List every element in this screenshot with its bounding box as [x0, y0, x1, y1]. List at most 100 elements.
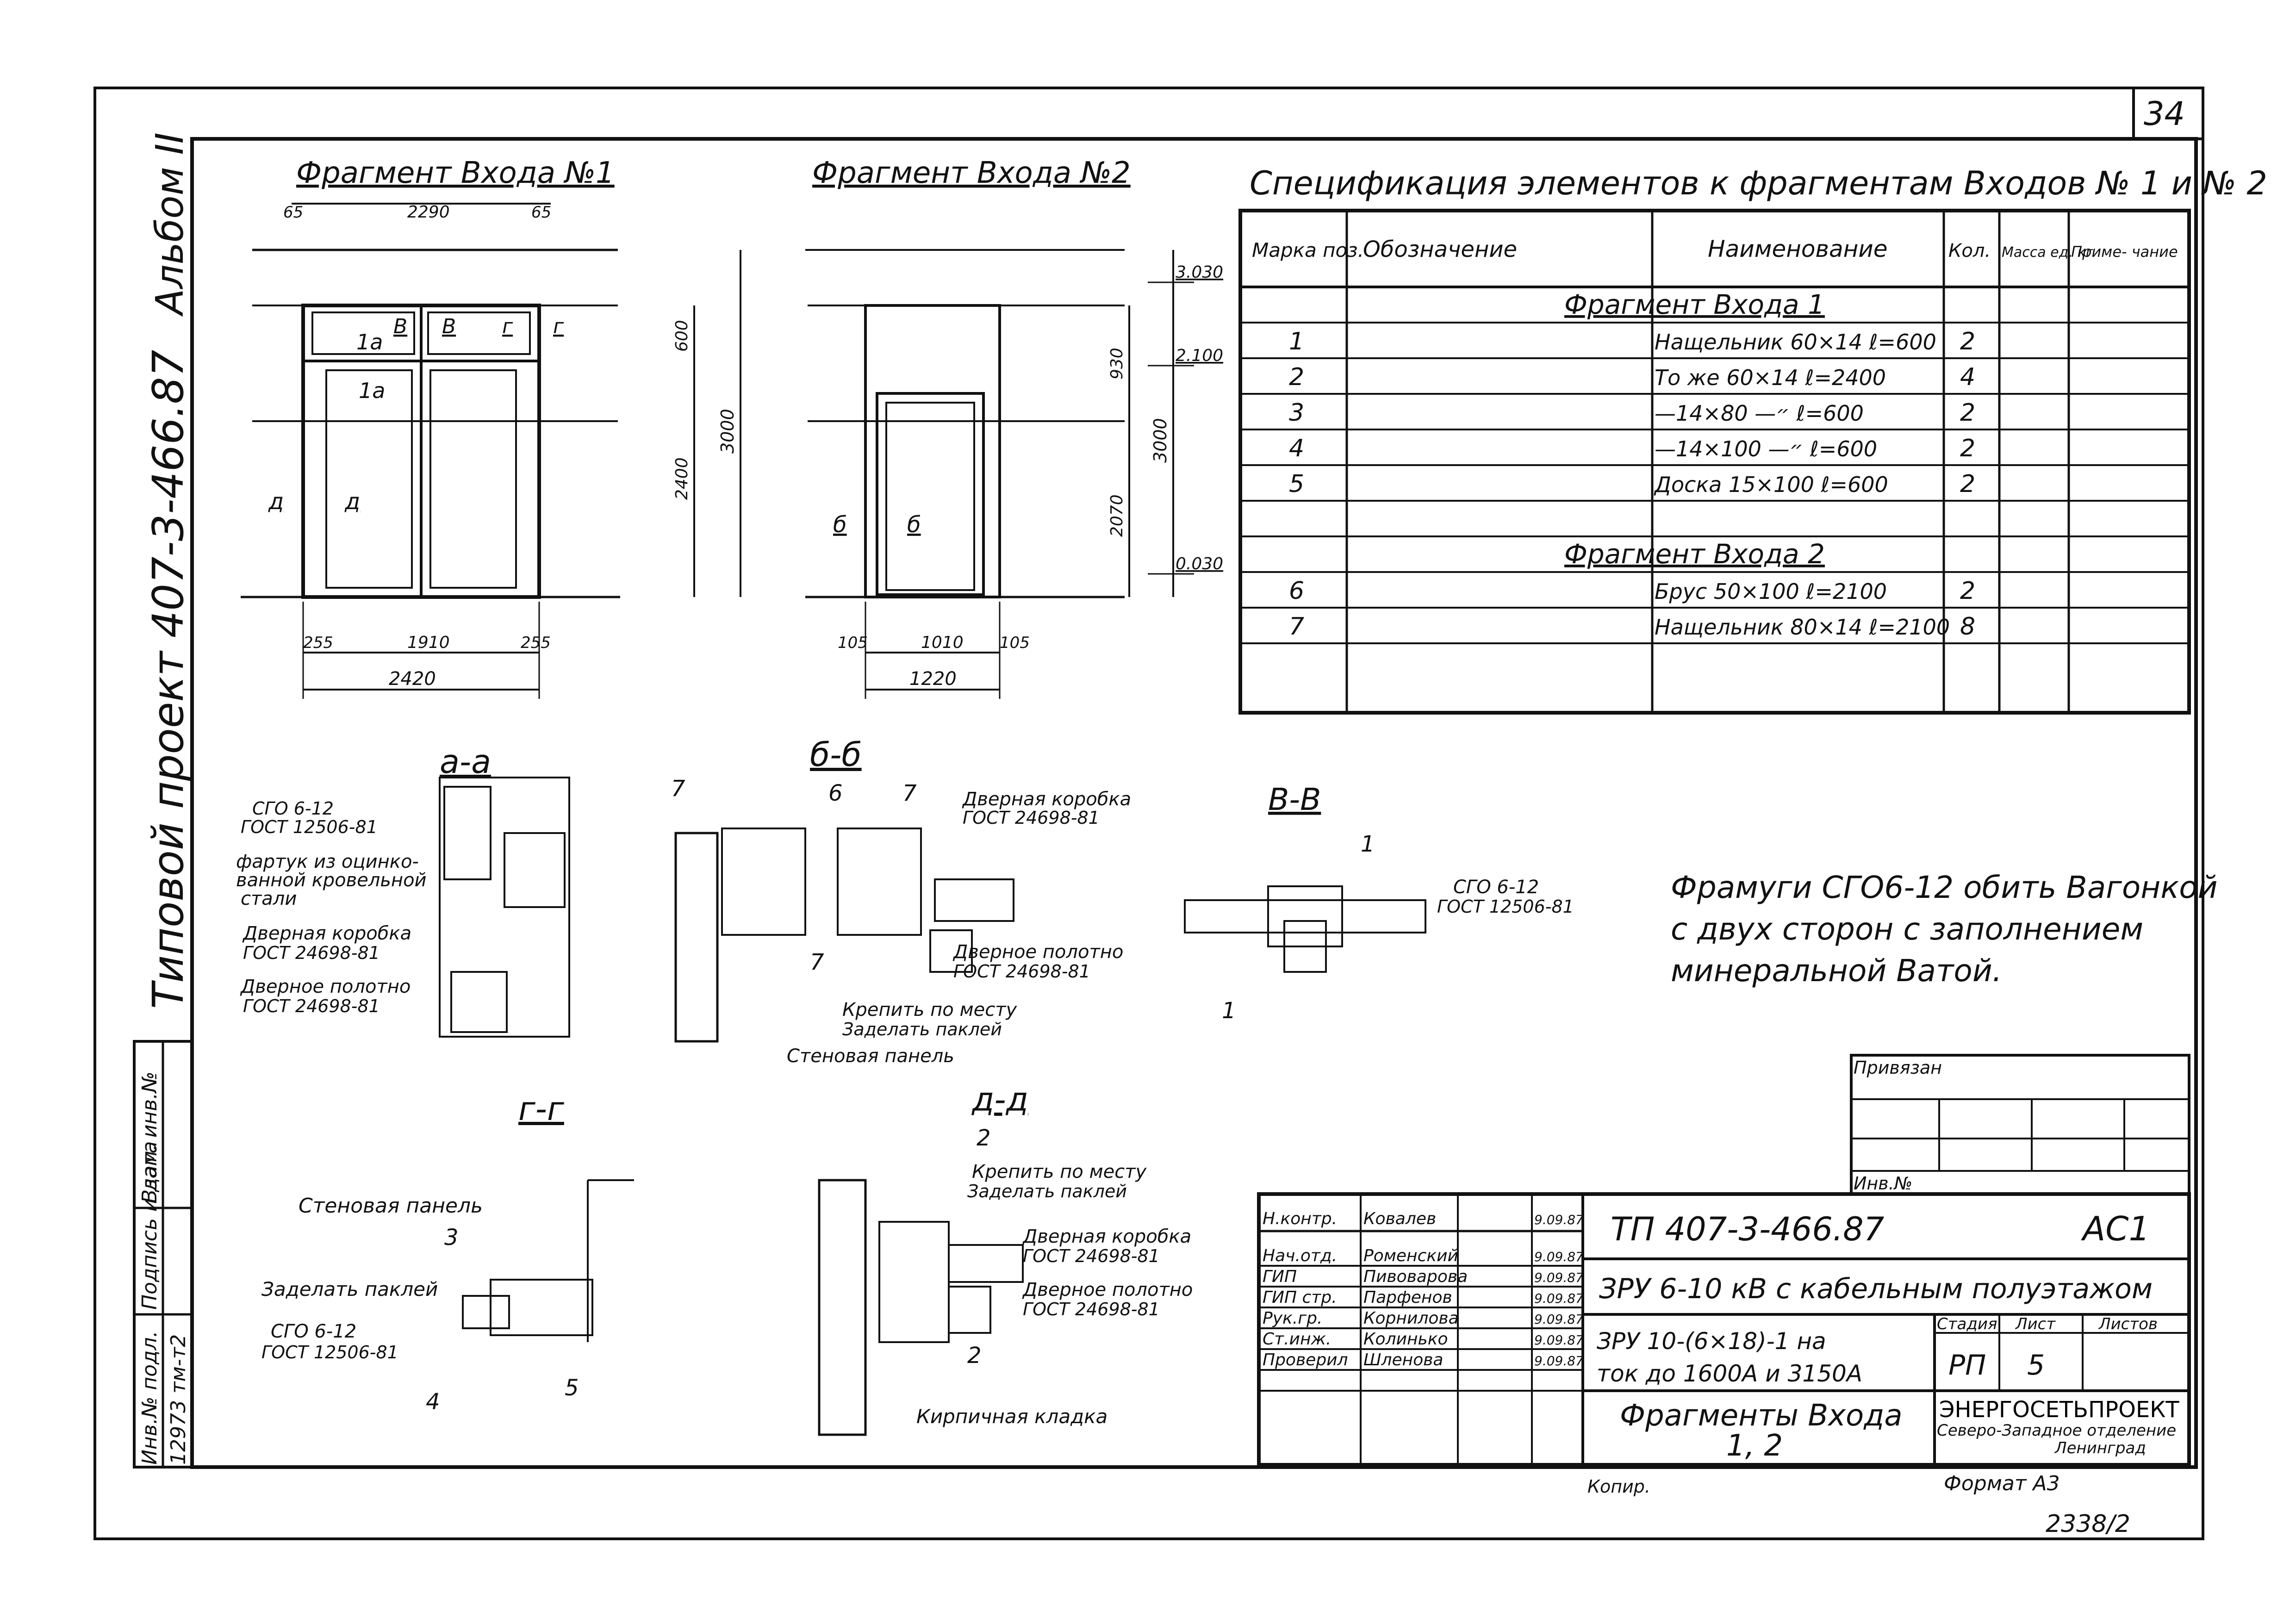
svg-text:Крепить по месту: Крепить по месту — [972, 1161, 1147, 1182]
spec-name: Нащельник 60×14 ℓ=600 — [1655, 330, 1936, 355]
copied-by: Копир. — [1587, 1476, 1650, 1497]
svg-text:а-а: а-а — [440, 743, 491, 781]
svg-text:255: 255 — [303, 634, 333, 652]
svg-text:Лист: Лист — [2015, 1315, 2056, 1333]
svg-text:6: 6 — [828, 780, 843, 806]
svg-text:Приме- чание: Приме- чание — [2071, 243, 2178, 261]
entry2-door-frame — [864, 304, 1001, 598]
tb-name: Корнилова — [1363, 1309, 1459, 1328]
svg-text:Дверная коробка: Дверная коробка — [1022, 1226, 1191, 1247]
svg-text:4: 4 — [426, 1389, 440, 1415]
section-vv: В-В 1 1 СГО 6-12 ГОСТ 12506-81 — [1184, 782, 1574, 1024]
spec-name: —״— 80×14 ℓ=600 — [1655, 401, 1864, 426]
spec-qty: 4 — [1960, 363, 1975, 391]
svg-text:5: 5 — [565, 1375, 579, 1401]
svg-text:В: В — [442, 315, 456, 338]
tb-role: Проверил — [1263, 1350, 1348, 1369]
spec-pos: 3 — [1289, 399, 1304, 427]
spec-name: Брус 50×100 ℓ=2100 — [1655, 579, 1887, 604]
entry2-title: Фрагмент Входа №2 — [812, 156, 1131, 190]
svg-text:стали: стали — [241, 888, 297, 909]
section-dd: д-д 2 Крепить по месту Заделать паклей Д… — [818, 1081, 1193, 1436]
svg-text:105: 105 — [1000, 634, 1030, 652]
svg-text:фартук из оцинко-: фартук из оцинко- — [236, 851, 419, 872]
svg-text:г-г: г-г — [518, 1090, 565, 1128]
svg-text:7: 7 — [810, 949, 824, 975]
svg-text:Северо-Западное отделение: Северо-Западное отделение — [1937, 1421, 2176, 1440]
svg-text:В-В: В-В — [1268, 782, 1321, 817]
spec-name: То же 60×14 ℓ=2400 — [1655, 365, 1886, 390]
tb-date: 9.09.87 — [1534, 1312, 1584, 1327]
tb-date: 9.09.87 — [1534, 1212, 1584, 1227]
section-bb: б-б 7 6 7 7 Дверная коробка ГОСТ 24698-8… — [671, 736, 1131, 1067]
svg-text:ГОСТ 24698-81: ГОСТ 24698-81 — [243, 943, 380, 963]
svg-text:Стадия: Стадия — [1937, 1315, 1997, 1333]
svg-text:ЗРУ 10-(6×18)-1 на: ЗРУ 10-(6×18)-1 на — [1597, 1328, 1826, 1355]
svg-text:ТП 407-3-466.87: ТП 407-3-466.87 — [1611, 1210, 1884, 1248]
album-label: Альбом II — [148, 132, 192, 317]
tb-name: Ковалев — [1363, 1209, 1436, 1228]
spec-name: Доска 15×100 ℓ=600 — [1654, 472, 1888, 497]
spec-qty: 2 — [1960, 435, 1975, 462]
svg-text:3000: 3000 — [1150, 418, 1170, 463]
svg-text:Фрамуги СГО6-12 обить Вагонкой: Фрамуги СГО6-12 обить Вагонкой — [1671, 870, 2218, 905]
svg-text:СГО 6-12: СГО 6-12 — [1453, 877, 1539, 898]
spec-title: Спецификация элементов к фрагментам Вход… — [1250, 164, 2267, 202]
spec-pos: 7 — [1289, 613, 1304, 641]
project-label: Типовой проект 407-3-466.87 — [143, 350, 193, 1009]
svg-text:Листов: Листов — [2098, 1315, 2158, 1333]
svg-text:Кол.: Кол. — [1948, 240, 1991, 261]
svg-text:Фрагменты Входа: Фрагменты Входа — [1620, 1399, 1903, 1433]
svg-text:1: 1 — [1222, 998, 1236, 1024]
svg-text:105: 105 — [838, 634, 868, 652]
entry2-fragment: Фрагмент Входа №2 б б 930 2070 3000 3.03… — [805, 156, 1223, 699]
svg-text:Дверное полотно: Дверное полотно — [1022, 1279, 1193, 1300]
svg-text:1220: 1220 — [909, 668, 957, 690]
tb-name: Шленова — [1363, 1350, 1444, 1369]
svg-text:0.030: 0.030 — [1176, 554, 1223, 573]
svg-text:г: г — [553, 315, 564, 338]
svg-text:Кирпичная кладка: Кирпичная кладка — [916, 1405, 1108, 1428]
sign-date-label: Подпись и дата — [138, 1141, 162, 1310]
svg-text:Дверное полотно: Дверное полотно — [240, 976, 411, 997]
svg-text:5: 5 — [2027, 1349, 2045, 1381]
svg-text:Стеновая панель: Стеновая панель — [787, 1045, 954, 1067]
svg-text:Заделать паклей: Заделать паклей — [967, 1181, 1127, 1201]
svg-text:Масса ед. кг: Масса ед. кг — [2002, 244, 2093, 261]
svg-text:Ленинград: Ленинград — [2054, 1439, 2146, 1457]
svg-text:2420: 2420 — [389, 668, 436, 690]
svg-text:2070: 2070 — [1108, 494, 1126, 537]
tb-date: 9.09.87 — [1534, 1291, 1584, 1306]
entry1-fragment: Фрагмент Входа №1 65 2290 65 1а В В г г … — [241, 156, 741, 699]
svg-text:Привязан: Привязан — [1854, 1058, 1942, 1078]
svg-text:Крепить по месту: Крепить по месту — [842, 999, 1018, 1020]
svg-text:д-д: д-д — [971, 1081, 1028, 1119]
svg-text:2: 2 — [967, 1343, 982, 1369]
tb-date: 9.09.87 — [1534, 1249, 1584, 1264]
tb-role: Н.контр. — [1263, 1209, 1337, 1228]
tb-date: 9.09.87 — [1534, 1332, 1584, 1348]
note-block: Фрамуги СГО6-12 обить Вагонкой с двух ст… — [1671, 870, 2218, 989]
spec-qty: 2 — [1960, 399, 1975, 427]
svg-text:В: В — [393, 315, 407, 338]
inv-orig-value: 12973 тм-т2 — [167, 1334, 190, 1465]
svg-text:Дверное полотно: Дверное полотно — [952, 941, 1123, 963]
svg-text:Дверная коробка: Дверная коробка — [242, 923, 411, 944]
tb-name: Роменский — [1363, 1246, 1458, 1265]
inv-orig-label: Инв.№ подл. — [138, 1331, 162, 1465]
spec-qty: 2 — [1960, 577, 1975, 605]
tb-date: 9.09.87 — [1534, 1353, 1584, 1369]
svg-text:Инв.№: Инв.№ — [1854, 1173, 1912, 1194]
inner-frame — [190, 137, 2198, 1469]
tb-role: Нач.отд. — [1263, 1246, 1337, 1265]
spec-qty: 2 — [1960, 328, 1975, 355]
svg-text:2.100: 2.100 — [1176, 346, 1223, 365]
tb-role: Рук.гр. — [1263, 1309, 1322, 1328]
sheet-number-box — [2132, 87, 2204, 140]
svg-text:Марка поз.: Марка поз. — [1252, 239, 1364, 261]
format: Формат А3 — [1944, 1472, 2060, 1495]
tb-name: Колинько — [1363, 1330, 1448, 1349]
svg-text:7: 7 — [671, 776, 685, 802]
spec-pos: 4 — [1289, 435, 1304, 462]
